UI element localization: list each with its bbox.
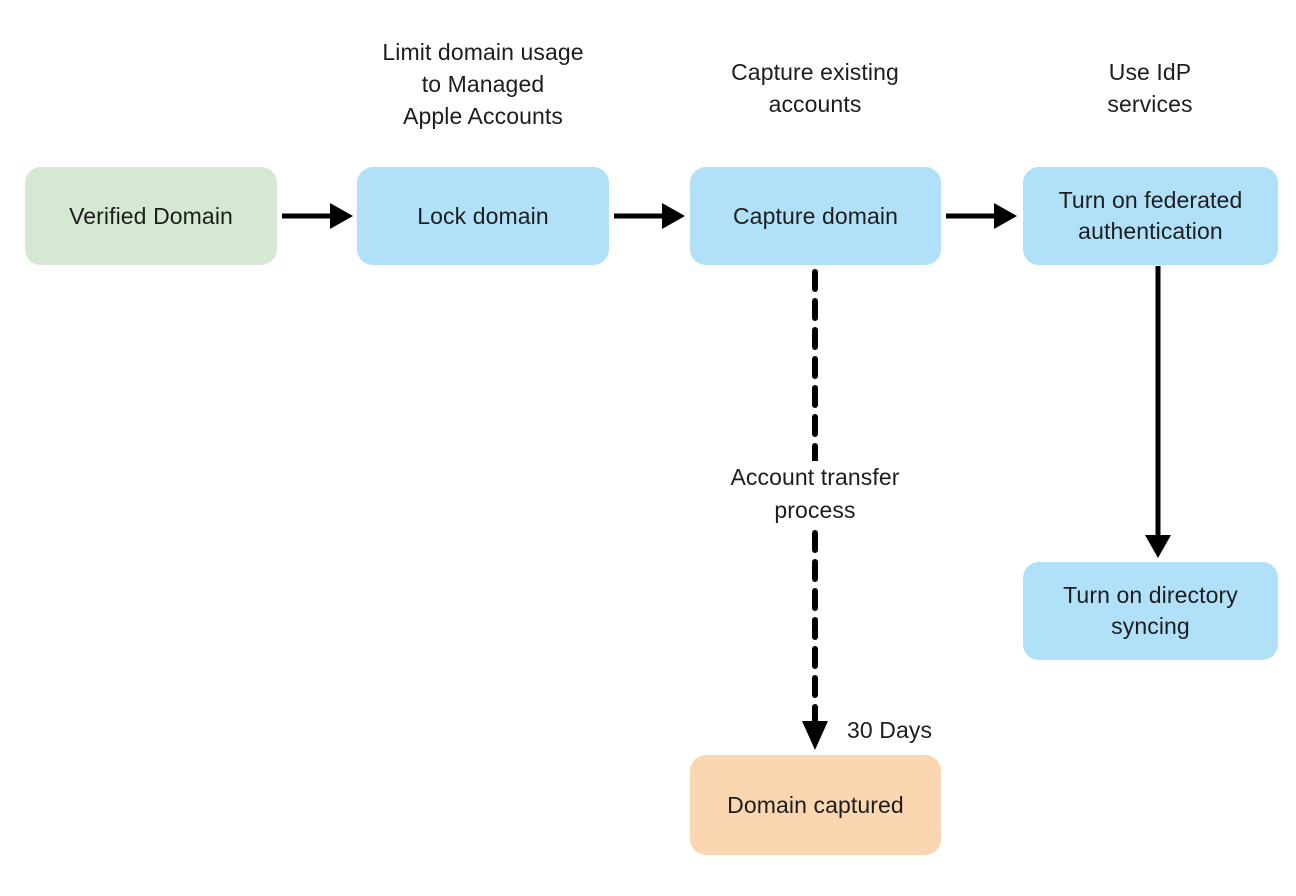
- annotation-use-idp-services: Use IdP services: [1107, 59, 1193, 117]
- node-domain-captured: Domain captured: [690, 755, 941, 855]
- annotation-capture-existing-accounts: Capture existing accounts: [731, 59, 899, 117]
- arrow-federated-to-directory: [1145, 266, 1171, 558]
- arrow-verified-to-lock: [282, 203, 353, 229]
- arrow-capture-to-captured-dashed: [802, 269, 828, 750]
- node-turn-on-directory-syncing: Turn on directory syncing: [1023, 562, 1278, 660]
- annotation-limit-domain-usage: Limit domain usage to Managed Apple Acco…: [382, 39, 584, 129]
- node-lock-domain: Lock domain: [357, 167, 609, 265]
- edge-label-account-transfer-process: Account transfer process: [665, 461, 965, 527]
- edge-label-30-days: 30 Days: [847, 717, 933, 743]
- arrow-capture-to-federated: [946, 203, 1017, 229]
- node-capture-domain: Capture domain: [690, 167, 941, 265]
- node-verified-domain: Verified Domain: [25, 167, 277, 265]
- node-turn-on-federated-authentication: Turn on federated authentication: [1023, 167, 1278, 265]
- arrow-lock-to-capture: [614, 203, 685, 229]
